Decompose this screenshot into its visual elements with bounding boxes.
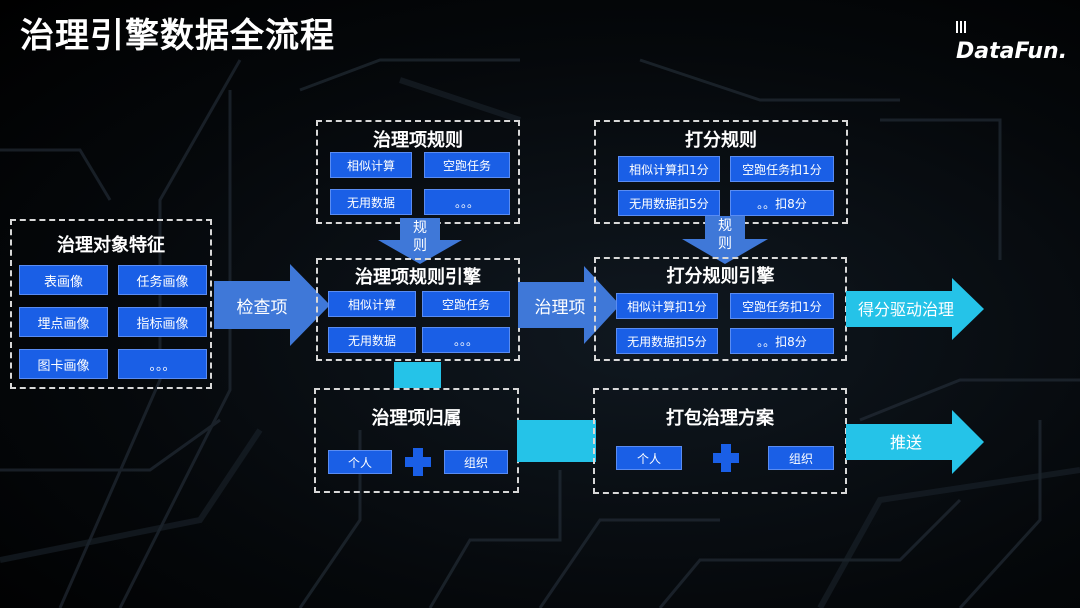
package-title: 打包治理方案 <box>666 408 774 429</box>
ownership-chip-personal: 个人 <box>328 450 392 474</box>
rule-down-arrow <box>378 218 462 264</box>
push-arrow-shape <box>846 410 984 474</box>
score-rules-box: 打分规则 相似计算扣1分 空跑任务扣1分 无用数据扣5分 。。扣8分 <box>594 120 848 224</box>
score-engine-chip-similarity: 相似计算扣1分 <box>616 293 718 319</box>
check-arrow <box>214 264 330 346</box>
engine-chip-similarity: 相似计算 <box>328 291 416 317</box>
object-features-box: 治理对象特征 表画像 任务画像 埋点画像 指标画像 图卡画像 。。。 <box>10 219 212 389</box>
ownership-chip-organization: 组织 <box>444 450 508 474</box>
logo-mark-icon <box>956 21 968 33</box>
governance-arrow-label: 治理项 <box>534 297 586 318</box>
object-chip-card-profile: 图卡画像 <box>19 349 108 379</box>
package-plus-icon <box>713 444 739 472</box>
rule-box-title: 治理项规则 <box>373 130 463 151</box>
score-engine-box: 打分规则引擎 相似计算扣1分 空跑任务扣1分 无用数据扣5分 。。扣8分 <box>594 257 847 361</box>
score-driven-arrow-shape <box>846 278 984 340</box>
engine-ownership-connector <box>394 362 441 388</box>
engine-chip-ellipsis: 。。。 <box>422 327 510 353</box>
rule-chip-similarity: 相似计算 <box>330 152 412 178</box>
object-features-title: 治理对象特征 <box>57 235 165 256</box>
score-rule-chip-similarity: 相似计算扣1分 <box>618 156 720 182</box>
score-engine-title: 打分规则引擎 <box>666 266 775 287</box>
check-arrow-label: 检查项 <box>236 297 288 318</box>
score-rule-chip-idle-task: 空跑任务扣1分 <box>730 156 834 182</box>
score-rule-down-arrow-shape <box>682 216 768 264</box>
score-engine-chip-ellipsis: 。。扣8分 <box>730 328 834 354</box>
ownership-box: 治理项归属 个人 组织 <box>314 388 519 493</box>
score-driven-arrow <box>846 278 984 340</box>
rule-chip-idle-task: 空跑任务 <box>424 152 510 178</box>
rule-box: 治理项规则 相似计算 空跑任务 无用数据 。。。 <box>316 120 520 224</box>
rule-down-arrow-label-2: 则 <box>413 238 427 254</box>
rule-down-arrow-label-1: 规 <box>413 220 427 236</box>
score-rule-chip-ellipsis: 。。扣8分 <box>730 190 834 216</box>
object-chip-metric-profile: 指标画像 <box>118 307 207 337</box>
object-chip-table-profile: 表画像 <box>19 265 108 295</box>
score-engine-chip-unused-data: 无用数据扣5分 <box>616 328 718 354</box>
page-title: 治理引擎数据全流程 <box>20 16 335 56</box>
rule-chip-unused-data: 无用数据 <box>330 189 412 215</box>
engine-chip-idle-task: 空跑任务 <box>422 291 510 317</box>
push-arrow-label: 推送 <box>889 433 922 452</box>
datafun-logo: DataFun. <box>956 14 1080 64</box>
ownership-package-connector <box>517 420 596 462</box>
rule-chip-ellipsis: 。。。 <box>424 189 510 215</box>
score-rule-down-arrow <box>682 216 768 264</box>
score-rule-down-arrow-label-1: 规 <box>718 218 732 234</box>
score-rule-down-arrow-label-2: 则 <box>718 236 732 252</box>
object-chip-tracking-profile: 埋点画像 <box>19 307 108 337</box>
package-chip-personal: 个人 <box>616 446 682 470</box>
object-chip-ellipsis: 。。。 <box>118 349 207 379</box>
score-rules-title: 打分规则 <box>685 130 757 151</box>
package-box: 打包治理方案 个人 组织 <box>593 388 847 494</box>
score-driven-arrow-label: 得分驱动治理 <box>857 300 954 319</box>
ownership-plus-icon <box>405 448 431 476</box>
push-arrow <box>846 410 984 474</box>
object-chip-task-profile: 任务画像 <box>118 265 207 295</box>
score-rule-chip-unused-data: 无用数据扣5分 <box>618 190 720 216</box>
score-engine-chip-idle-task: 空跑任务扣1分 <box>730 293 834 319</box>
rule-engine-box: 治理项规则引擎 相似计算 空跑任务 无用数据 。。。 <box>316 258 520 361</box>
check-arrow-shape <box>214 264 330 346</box>
rule-engine-title: 治理项规则引擎 <box>355 267 481 288</box>
rule-down-arrow-shape <box>378 218 462 264</box>
package-chip-organization: 组织 <box>768 446 834 470</box>
engine-chip-unused-data: 无用数据 <box>328 327 416 353</box>
ownership-title: 治理项归属 <box>371 408 462 429</box>
